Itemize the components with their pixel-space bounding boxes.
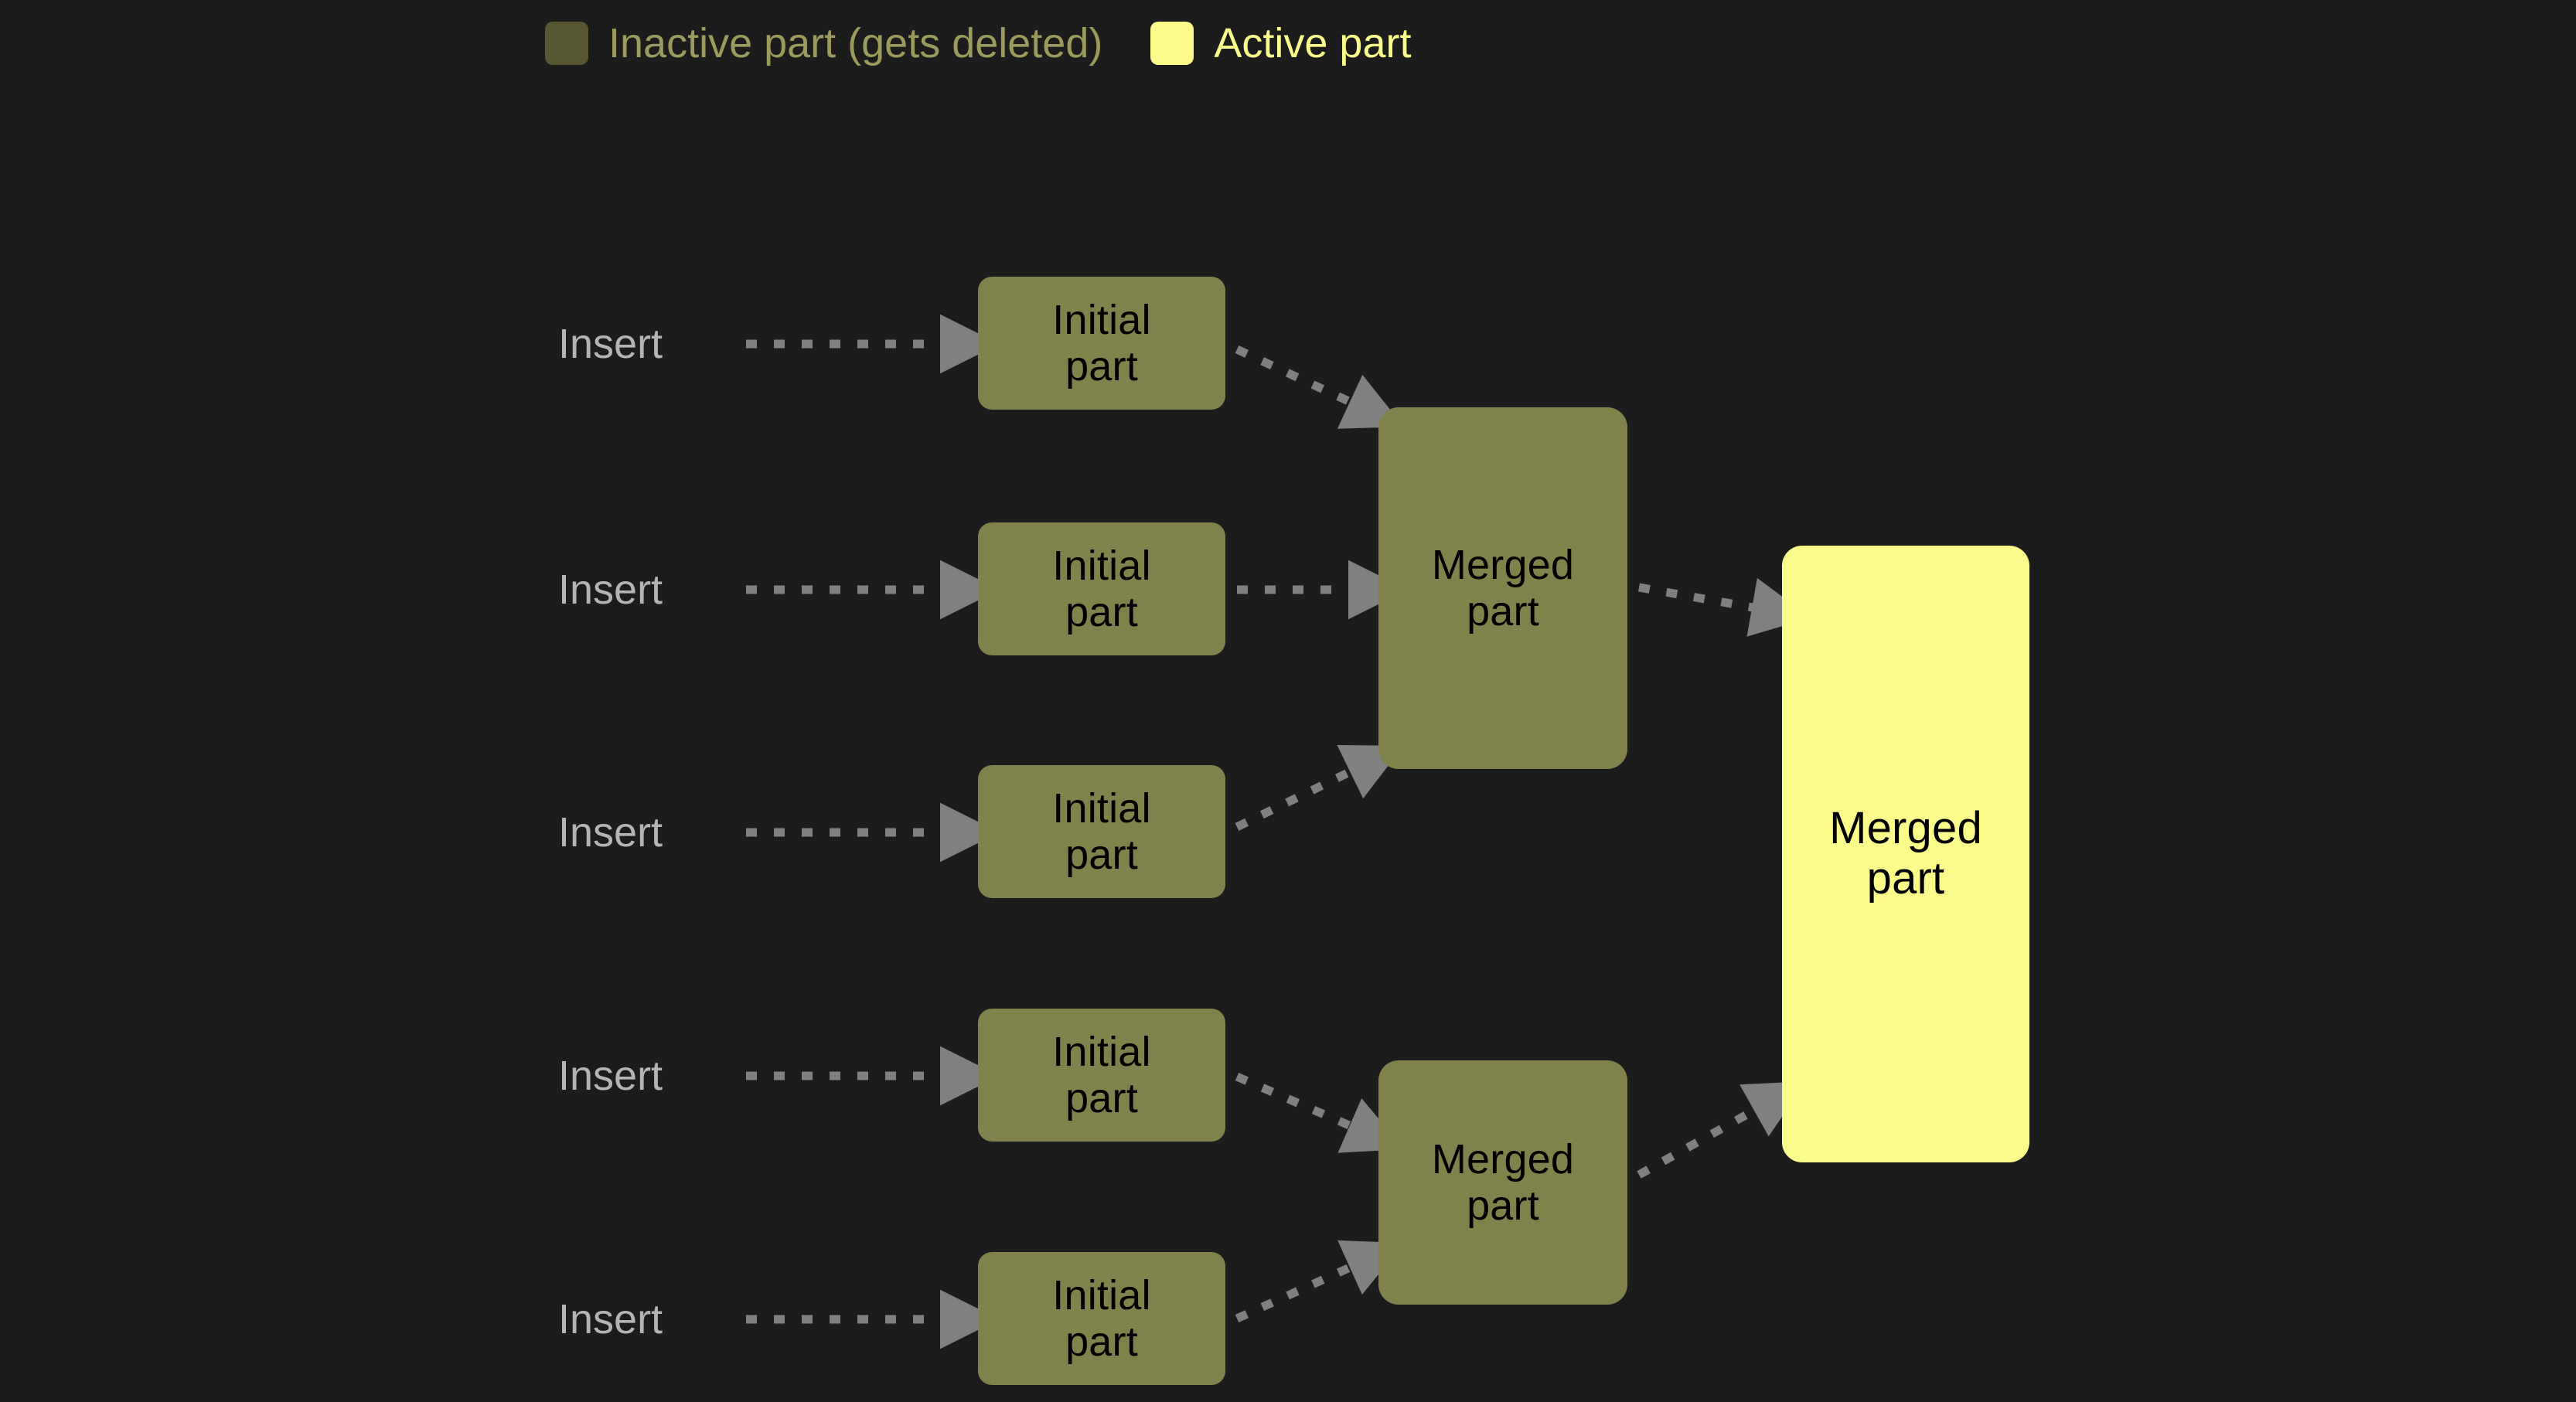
- node-initial-part-3[interactable]: Initial part: [978, 765, 1225, 898]
- active-swatch-icon: [1150, 22, 1194, 65]
- insert-label-4: Insert: [558, 1053, 663, 1099]
- edge-initial-5-to-merged-bottom: [1235, 1240, 1405, 1323]
- node-initial-part-5[interactable]: Initial part: [978, 1252, 1225, 1385]
- insert-label-2: Insert: [558, 567, 663, 613]
- edge-initial-3-to-merged-top: [1235, 745, 1404, 831]
- node-initial-part-2[interactable]: Initial part: [978, 522, 1225, 655]
- insert-label-5: Insert: [558, 1296, 663, 1342]
- insert-label-3: Insert: [558, 809, 663, 856]
- node-merged-part-active[interactable]: Merged part: [1782, 546, 2029, 1162]
- edge-initial-1-to-merged-top: [1235, 345, 1404, 429]
- edge-initial-4-to-merged-bottom: [1235, 1072, 1405, 1153]
- node-initial-part-1[interactable]: Initial part: [978, 277, 1225, 410]
- edge-merged-top-to-active: [1638, 577, 1811, 637]
- legend-item-active: Active part: [1150, 22, 1411, 65]
- insert-label-1: Insert: [558, 321, 663, 367]
- node-initial-part-4[interactable]: Initial part: [978, 1009, 1225, 1142]
- node-merged-part-top[interactable]: Merged part: [1378, 407, 1627, 769]
- legend-label-active: Active part: [1214, 20, 1412, 66]
- inactive-swatch-icon: [545, 22, 588, 65]
- edge-merged-bottom-to-active: [1637, 1081, 1807, 1179]
- legend: Inactive part (gets deleted) Active part: [545, 22, 1411, 65]
- node-merged-part-bottom[interactable]: Merged part: [1378, 1060, 1627, 1305]
- legend-item-inactive: Inactive part (gets deleted): [545, 22, 1102, 65]
- legend-label-inactive: Inactive part (gets deleted): [608, 20, 1103, 66]
